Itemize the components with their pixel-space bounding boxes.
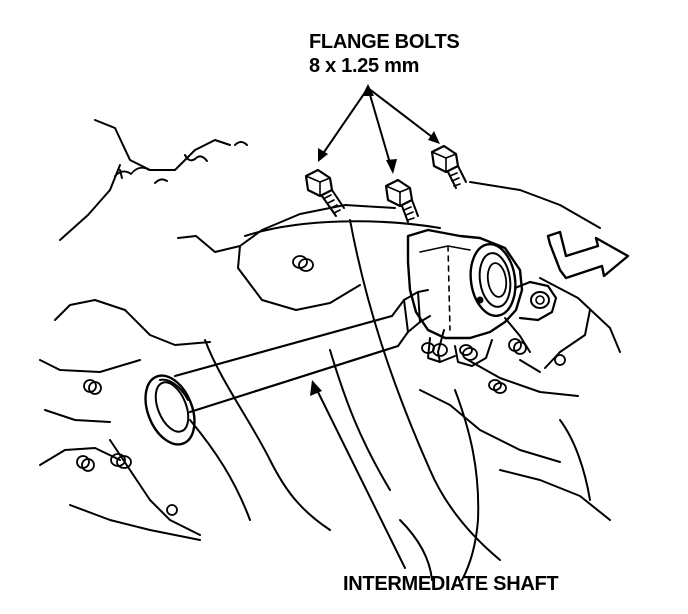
flange-bolts-leaders	[319, 87, 437, 171]
flange-bolt-1	[304, 168, 345, 217]
bearing-support	[406, 228, 558, 367]
intermediate-shaft-leader	[310, 380, 406, 569]
intermediate-shaft-label: INTERMEDIATE SHAFT	[343, 573, 559, 595]
flange-bolts-label: FLANGE BOLTS	[309, 31, 460, 53]
direction-arrow	[546, 230, 630, 280]
flange-bolts-size-label: 8 x 1.25 mm	[309, 55, 420, 77]
intermediate-shaft-drawing	[144, 289, 431, 446]
flange-bolts-arrowheads	[318, 84, 440, 174]
engine-block-outline	[39, 119, 621, 581]
housing-bolt-holes	[76, 255, 566, 516]
flange-bolt-2	[384, 178, 419, 223]
flange-bolt-3	[430, 144, 467, 189]
